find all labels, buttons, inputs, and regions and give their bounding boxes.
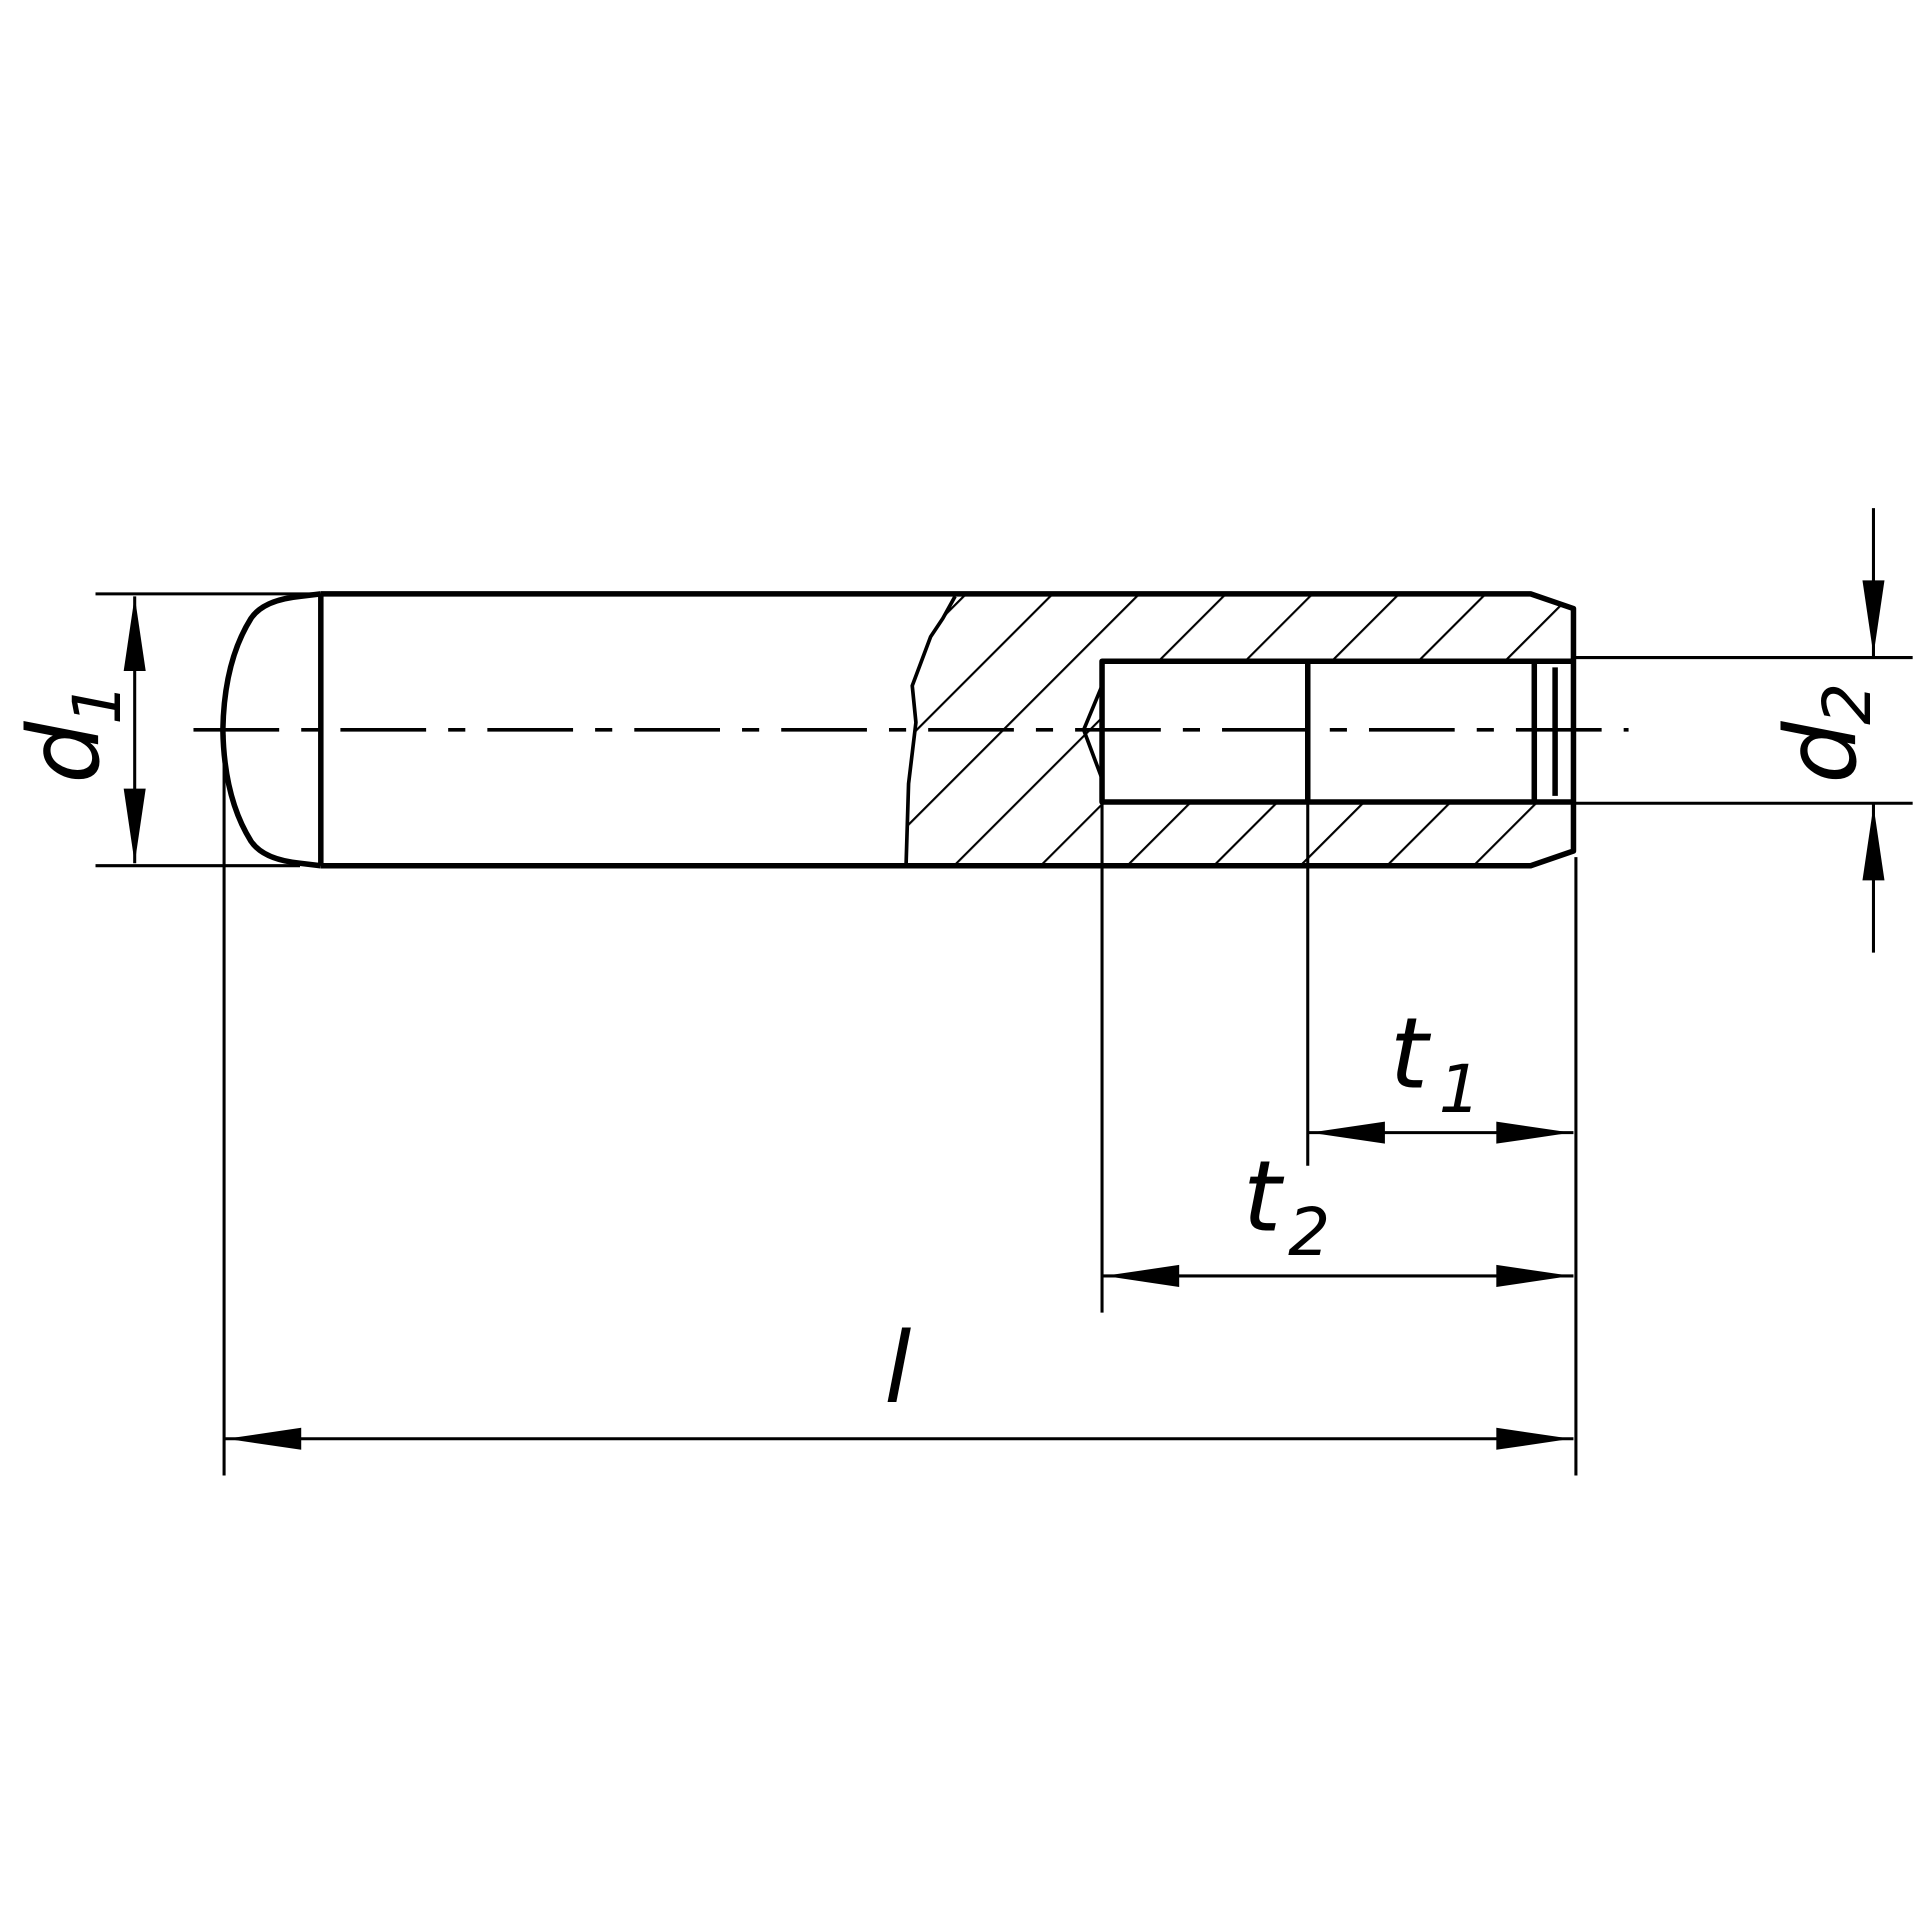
t2-label: t 2 (1243, 1141, 1330, 1271)
t2-main: t (1243, 1141, 1285, 1255)
d1-main: d (8, 721, 122, 784)
d2-arrow-bottom (1862, 805, 1885, 881)
t2-arrow-left (1104, 1264, 1180, 1287)
t1-sub: 1 (1439, 1051, 1481, 1128)
d2-arrow-top (1862, 580, 1885, 656)
d1-arrow-top (123, 596, 146, 672)
d1-sub: 1 (59, 683, 136, 725)
d2-main: d (1765, 721, 1879, 784)
t1-main: t (1390, 997, 1432, 1111)
d2-sub: 2 (1809, 683, 1886, 725)
l-label: l (884, 1312, 911, 1426)
d1-label: d 1 (8, 683, 136, 784)
t2-arrow-right (1496, 1264, 1572, 1287)
d1-arrow-bottom (123, 788, 146, 864)
section-hatch (906, 596, 1572, 864)
l-arrow-right (1496, 1427, 1572, 1450)
t2-sub: 2 (1288, 1194, 1330, 1271)
t1-arrow-right (1496, 1121, 1572, 1144)
arrowheads (123, 580, 1885, 1450)
d2-label: d 2 (1765, 683, 1886, 784)
t1-arrow-left (1310, 1121, 1385, 1144)
t1-label: t 1 (1390, 997, 1481, 1127)
l-arrow-left (226, 1427, 302, 1450)
